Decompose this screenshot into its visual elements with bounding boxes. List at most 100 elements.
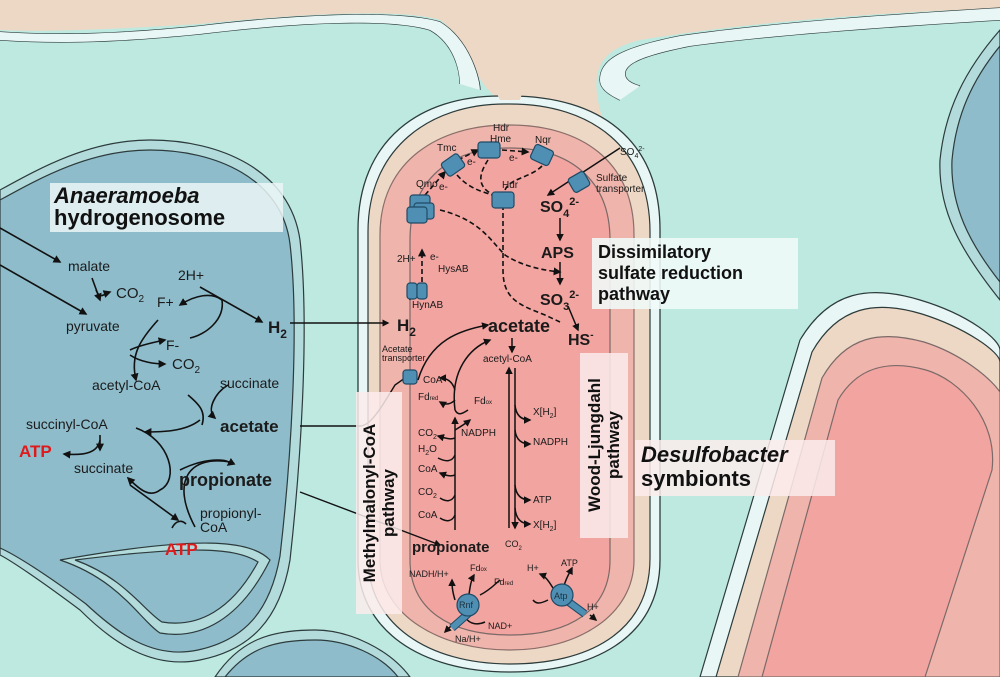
label-coa-3: CoA [418, 510, 438, 521]
bacterium-labels: Hdr Hme Nqr Tmc Qmo Hdr e- e- e- e- 2H+ … [382, 123, 645, 644]
label-nadph-wl: NADPH [533, 437, 568, 448]
title-symbionts-line1: Desulfobacter [641, 442, 788, 467]
label-tmc: Tmc [437, 143, 456, 154]
label-propionate-hydrogenosome: propionate [179, 470, 272, 490]
label-qmo: Qmo [416, 179, 438, 190]
label-h2-hydrogenosome: H2 [268, 318, 287, 341]
label-xh2-1: X[H2] [533, 407, 557, 420]
title-hydrogenosome-line2: hydrogenosome [54, 205, 226, 230]
title-dsr-line2: sulfate reduction [598, 263, 744, 283]
label-succinate-in: succinate [220, 375, 279, 391]
label-f-minus: F- [166, 337, 180, 353]
label-acetyl-coa: acetyl-CoA [92, 377, 161, 393]
label-nqr: Nqr [535, 135, 552, 146]
label-hysab: HysAB [438, 264, 469, 275]
label-e-1: e- [467, 157, 476, 168]
label-coa-1: CoA [423, 375, 443, 386]
label-propionyl-coa-1: propionyl- [200, 505, 262, 521]
title-symbionts-line2: symbionts [641, 466, 752, 491]
title-hydrogenosome-line1: Anaeramoeba [54, 183, 200, 208]
title-methylmalonyl-line2: pathway [379, 468, 398, 538]
label-hdr: Hdr [502, 180, 519, 191]
label-malate: malate [68, 258, 110, 274]
label-acetyl-coa-bacterium: acetyl-CoA [483, 354, 532, 365]
atp-synthase-icon [550, 583, 588, 618]
host-membrane-top-inner [0, 22, 461, 85]
label-so4-external: SO42- [620, 146, 645, 160]
label-hs: HS- [568, 330, 594, 349]
label-co2: CO2 [116, 285, 145, 305]
label-acetate-hydrogenosome: acetate [220, 417, 279, 436]
label-co2-2: CO2 [172, 356, 201, 376]
hydrogenosome-matrix [0, 149, 295, 653]
nqr-protein-icon [529, 143, 555, 167]
label-atp-1: ATP [19, 442, 52, 461]
label-nad: NAD+ [488, 621, 512, 631]
sulfate-transporter-icon [567, 171, 591, 193]
label-hynab: HynAB [412, 300, 443, 311]
title-dsr-pathway: Dissimilatory sulfate reduction pathway [592, 238, 798, 309]
label-hme: Hme [490, 134, 512, 145]
bacterium-arrows [407, 147, 621, 634]
label-e-3: e- [439, 182, 448, 193]
label-2h-plus-bacterium: 2H+ [397, 254, 416, 265]
label-fd-ox-rnf: Fdox [470, 563, 487, 573]
label-e-4: e- [430, 252, 439, 263]
label-co2-wl: CO2 [505, 539, 523, 552]
label-succinate: succinate [74, 460, 133, 476]
label-nadh: NADH/H+ [409, 569, 449, 579]
title-dsr-line3: pathway [598, 284, 671, 304]
label-aps: APS [541, 245, 574, 262]
label-co2-m2: CO2 [418, 487, 437, 500]
label-succinyl-coa: succinyl-CoA [26, 416, 108, 432]
label-hdr-top: Hdr [493, 123, 510, 134]
label-acetate-transporter-1: Acetate [382, 344, 413, 354]
label-fd-red-rnf: Fdred [494, 577, 513, 587]
label-h2-bacterium: H2 [397, 316, 416, 339]
label-fd-red: Fdred [418, 392, 438, 403]
title-methylmalonyl-pathway: Methylmalonyl-CoA pathway [356, 392, 402, 614]
label-atp-synthase-atp: ATP [561, 558, 578, 568]
label-coa-2: CoA [418, 464, 438, 475]
label-e-2: e- [509, 153, 518, 164]
label-so4: SO42- [540, 196, 579, 220]
label-xh2-2: X[H2] [533, 520, 557, 533]
label-pyruvate: pyruvate [66, 318, 120, 334]
rnf-complex-icon [449, 593, 480, 631]
label-2h-plus: 2H+ [178, 267, 204, 283]
title-wood-ljungdahl-pathway: Wood-Ljungdahl pathway [580, 353, 628, 538]
title-dsr-line1: Dissimilatory [598, 242, 712, 262]
second-bacterium-cytoplasm [761, 365, 994, 677]
acetate-transporter-icon [402, 369, 418, 385]
label-atp-2: ATP [165, 540, 198, 559]
label-fd-ox: Fdox [474, 396, 492, 407]
label-sulfate-transporter-2: transporter [596, 184, 645, 195]
hdr-protein-icon [491, 191, 515, 209]
label-so3: SO32- [540, 289, 579, 313]
label-rnf: Rnf [459, 600, 474, 610]
label-propionate-bacterium: propionate [412, 539, 490, 556]
title-hydrogenosome: Anaeramoeba hydrogenosome [50, 183, 283, 232]
label-f-plus: F+ [157, 294, 174, 310]
label-h-plus-1: H+ [527, 563, 539, 573]
label-sulfate-transporter-1: Sulfate [596, 173, 628, 184]
tmc-protein-icon [440, 153, 466, 177]
title-wood-line2: pathway [604, 410, 623, 480]
label-nadph-m: NADPH [461, 428, 496, 439]
title-wood-line1: Wood-Ljungdahl [585, 378, 604, 512]
hme-protein-icon [477, 141, 501, 159]
hydrogenosome-arrows [0, 227, 264, 529]
label-co2-m1: CO2 [418, 428, 437, 441]
hydrogenosome-labels: malate CO2 2H+ F+ pyruvate H2 F- CO2 ace… [19, 258, 287, 559]
membrane-proteins [402, 141, 591, 631]
label-h-plus-2: H+ [587, 602, 599, 612]
hynab-protein-icon [406, 282, 418, 300]
label-h2o: H2O [418, 444, 437, 457]
label-na-h: Na/H+ [455, 634, 481, 644]
label-propionyl-coa-2: CoA [200, 519, 228, 535]
title-symbionts: Desulfobacter symbionts [635, 440, 835, 496]
label-atp-synthase: Atp [554, 591, 568, 601]
label-acetate-bacterium: acetate [488, 316, 550, 336]
